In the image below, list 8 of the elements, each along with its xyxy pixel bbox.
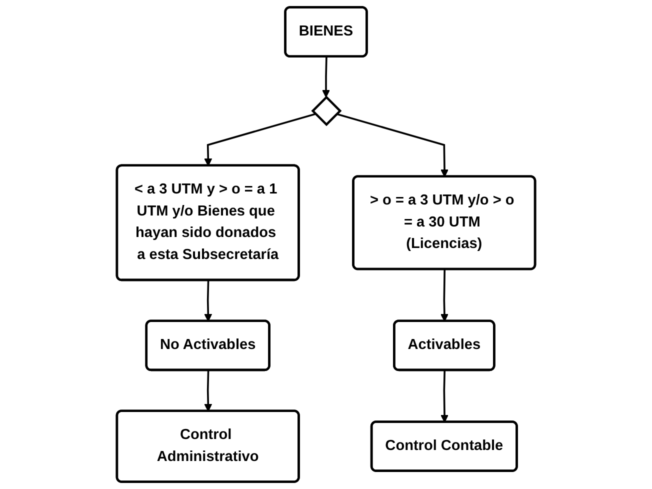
node-diamond: [311, 96, 342, 126]
arrow: [440, 269, 448, 322]
arrow: [322, 56, 330, 98]
arrow: [204, 280, 212, 322]
arrow: [440, 370, 448, 423]
arrow: [336, 113, 448, 178]
arrow: [204, 113, 316, 166]
arrow: [204, 370, 212, 412]
